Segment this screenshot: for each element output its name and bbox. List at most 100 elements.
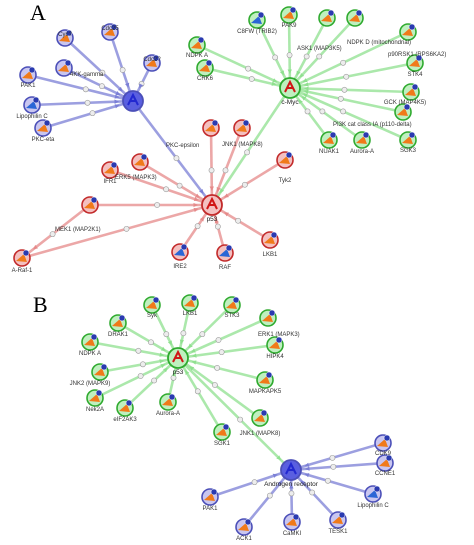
protein-node-a5[interactable] bbox=[23, 96, 41, 114]
protein-node-g7[interactable] bbox=[399, 23, 417, 41]
protein-node-a4[interactable] bbox=[19, 66, 37, 84]
protein-node-a2[interactable] bbox=[101, 23, 119, 41]
protein-node-r7[interactable] bbox=[13, 249, 31, 267]
kinase-icon bbox=[332, 516, 343, 524]
hub-node-a_blue[interactable] bbox=[122, 90, 144, 112]
protein-node-r2[interactable] bbox=[233, 119, 251, 137]
protein-node-c1[interactable] bbox=[374, 434, 392, 452]
protein-node-b9[interactable] bbox=[86, 389, 104, 407]
kinase-icon bbox=[264, 236, 275, 244]
protein-node-b11[interactable] bbox=[159, 393, 177, 411]
kinase-icon bbox=[283, 11, 294, 19]
protein-label-r8: IRE2 bbox=[173, 264, 187, 270]
badge-icon bbox=[28, 66, 36, 74]
protein-label-b2: Syk bbox=[147, 313, 158, 319]
edge-r5-arrow bbox=[223, 193, 229, 198]
protein-node-b12[interactable] bbox=[256, 371, 274, 389]
protein-node-b10[interactable] bbox=[116, 399, 134, 417]
edge-g7-connector bbox=[340, 59, 346, 66]
protein-node-g5[interactable] bbox=[318, 9, 336, 27]
protein-node-a3[interactable] bbox=[55, 59, 73, 77]
kinase-icon bbox=[356, 136, 367, 144]
protein-node-b7[interactable] bbox=[81, 333, 99, 351]
badge-icon bbox=[152, 54, 160, 62]
badge-icon bbox=[205, 59, 213, 67]
protein-node-r1[interactable] bbox=[202, 119, 220, 137]
protein-node-a7[interactable] bbox=[143, 54, 161, 72]
protein-node-c5[interactable] bbox=[235, 518, 253, 536]
kinase-icon bbox=[84, 338, 95, 346]
protein-node-g9[interactable] bbox=[402, 83, 420, 101]
badge-icon bbox=[95, 389, 103, 397]
protein-node-c7[interactable] bbox=[329, 511, 347, 529]
protein-label-g7: p90RSK1 (RPS6KA2) bbox=[388, 52, 446, 58]
edge-c5-arrow bbox=[277, 480, 283, 486]
hub-node-a_red[interactable] bbox=[201, 194, 223, 216]
protein-node-c4[interactable] bbox=[201, 488, 219, 506]
edge-b10 bbox=[124, 357, 179, 409]
protein-node-b8[interactable] bbox=[91, 363, 109, 381]
edge-g9-connector bbox=[341, 86, 348, 93]
edge-r3-arrow bbox=[194, 193, 200, 198]
edge-g8-connector bbox=[343, 73, 350, 80]
protein-node-b4[interactable] bbox=[223, 296, 241, 314]
protein-node-g13[interactable] bbox=[399, 131, 417, 149]
protein-node-g8[interactable] bbox=[406, 54, 424, 72]
protein-node-r4[interactable] bbox=[101, 161, 119, 179]
kinase-icon bbox=[104, 166, 115, 174]
protein-node-g6[interactable] bbox=[346, 9, 364, 27]
kinase-icon bbox=[377, 439, 388, 447]
edge-b4 bbox=[177, 304, 233, 359]
protein-node-r8[interactable] bbox=[171, 243, 189, 261]
protein-node-b2[interactable] bbox=[143, 296, 161, 314]
badge-icon bbox=[64, 59, 72, 67]
edge-g2 bbox=[287, 14, 292, 89]
edge-b9-arrow bbox=[160, 364, 166, 368]
protein-node-g4[interactable] bbox=[196, 59, 214, 77]
edge-b6-arrow bbox=[191, 353, 197, 358]
edge-b1-arrow bbox=[160, 346, 166, 351]
edge-g5 bbox=[288, 17, 329, 89]
kinase-icon bbox=[251, 16, 262, 24]
edge-b8-arrow bbox=[159, 359, 165, 364]
protein-label-c1: CDK9 bbox=[375, 451, 392, 457]
protein-node-r10[interactable] bbox=[261, 231, 279, 249]
protein-node-r3[interactable] bbox=[131, 153, 149, 171]
protein-node-b6[interactable] bbox=[266, 336, 284, 354]
protein-label-b5: ERK1 (MAPK3) bbox=[258, 332, 300, 338]
protein-node-r6[interactable] bbox=[81, 196, 99, 214]
protein-node-a1[interactable] bbox=[56, 29, 74, 47]
protein-node-c6[interactable] bbox=[283, 513, 301, 531]
protein-node-b14[interactable] bbox=[251, 409, 269, 427]
edge-b12-arrow bbox=[191, 360, 197, 365]
edge-a_green-a_red bbox=[210, 87, 292, 206]
edge-r8-arrow bbox=[199, 216, 205, 222]
edge-a2 bbox=[108, 31, 135, 102]
protein-label-a7: Cdc2? bbox=[143, 57, 161, 63]
protein-node-b1[interactable] bbox=[109, 314, 127, 332]
protein-node-g10[interactable] bbox=[394, 103, 412, 121]
protein-node-b5[interactable] bbox=[259, 309, 277, 327]
protein-node-g11[interactable] bbox=[320, 131, 338, 149]
protein-node-r5[interactable] bbox=[276, 151, 294, 169]
protein-node-g12[interactable] bbox=[353, 131, 371, 149]
hub-node-b_blue[interactable] bbox=[280, 459, 302, 481]
protein-node-g2[interactable] bbox=[280, 6, 298, 24]
protein-label-a4: PAK1 bbox=[21, 83, 37, 89]
protein-node-c2[interactable] bbox=[376, 454, 394, 472]
hub-label-a_red: p53 bbox=[207, 216, 218, 223]
kinase-icon bbox=[104, 28, 115, 36]
hub-node-a_green[interactable] bbox=[279, 77, 301, 99]
protein-node-c3[interactable] bbox=[364, 485, 382, 503]
edge-g8 bbox=[289, 61, 416, 90]
protein-node-b13[interactable] bbox=[213, 423, 231, 441]
protein-node-g3[interactable] bbox=[188, 36, 206, 54]
protein-node-g1[interactable] bbox=[248, 11, 266, 29]
badge-icon bbox=[118, 314, 126, 322]
protein-node-a6[interactable] bbox=[34, 119, 52, 137]
protein-node-r9[interactable] bbox=[216, 244, 234, 262]
edge-g13 bbox=[289, 86, 409, 142]
protein-node-b3[interactable] bbox=[181, 294, 199, 312]
hub-node-b_green[interactable] bbox=[167, 347, 189, 369]
edge-r3-connector bbox=[176, 182, 183, 189]
